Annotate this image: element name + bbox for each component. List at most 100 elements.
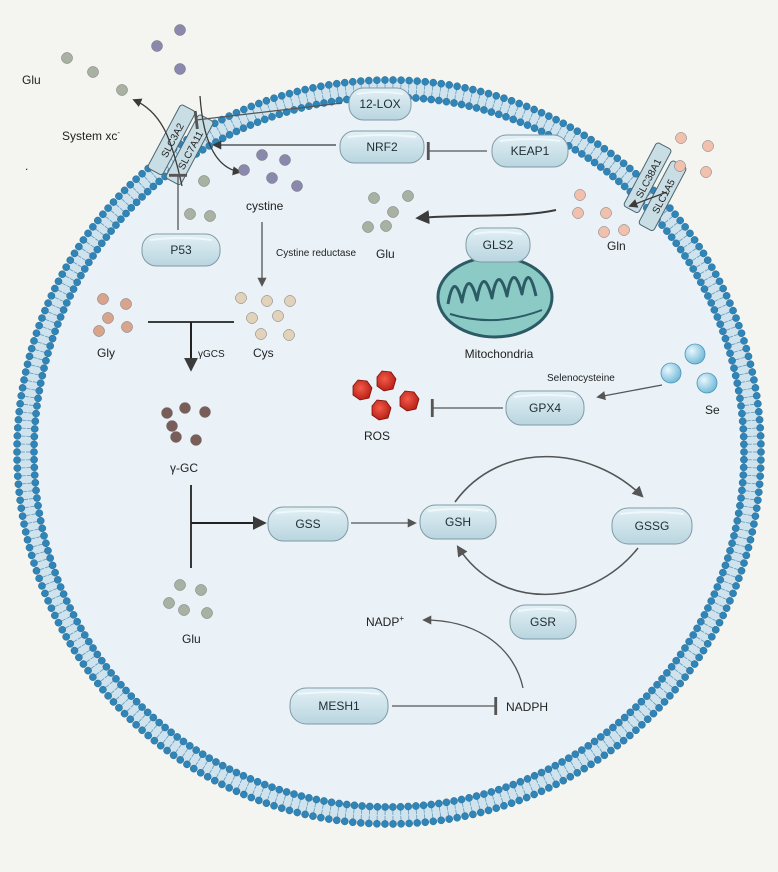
gssg-enzyme: GSSG: [612, 508, 692, 544]
metabolite-dot: [619, 225, 630, 236]
outside-cystine-dots: [152, 25, 186, 75]
metabolite-dot: [162, 408, 173, 419]
metabolite-dot: [573, 208, 584, 219]
keap1-enzyme: KEAP1: [492, 135, 568, 167]
keap1-enzyme-label: KEAP1: [511, 144, 550, 158]
metabolite-dot: [164, 598, 175, 609]
metabolite-dot: [675, 161, 686, 172]
gln-label: Gln: [607, 239, 626, 253]
metabolite-dot: [363, 222, 374, 233]
gss-enzyme: GSS: [268, 507, 348, 541]
metabolite-dot: [167, 421, 178, 432]
metabolite-dot: [267, 173, 278, 184]
nadph-label: NADPH: [506, 700, 548, 714]
metabolite-dot: [191, 435, 202, 446]
metabolite-dot: [280, 155, 291, 166]
nrf2-enzyme-label: NRF2: [366, 140, 398, 154]
cystine-label: cystine: [246, 199, 284, 213]
metabolite-dot: [122, 322, 133, 333]
ros-label: ROS: [364, 429, 390, 443]
metabolite-dot: [676, 133, 687, 144]
metabolite-dot: [180, 403, 191, 414]
metabolite-dot: [175, 25, 186, 36]
metabolite-dot: [292, 181, 303, 192]
metabolite-dot: [121, 299, 132, 310]
metabolite-dot: [205, 211, 216, 222]
metabolite-dot: [179, 605, 190, 616]
nadp-label: NADP+: [366, 614, 404, 629]
ygc-label: γ-GC: [170, 461, 198, 475]
metabolite-dot: [247, 313, 258, 324]
metabolite-dot: [403, 191, 414, 202]
metabolite-dot: [575, 190, 586, 201]
metabolite-dot: [262, 296, 273, 307]
metabolite-dot: [701, 167, 712, 178]
metabolite-dot: [236, 293, 247, 304]
metabolite-dot: [200, 407, 211, 418]
selenocysteine-label: Selenocysteine: [547, 373, 615, 384]
gsh-enzyme: GSH: [420, 505, 496, 539]
cys-label: Cys: [253, 346, 274, 360]
metabolite-dot: [175, 64, 186, 75]
p53-enzyme-label: P53: [170, 243, 192, 257]
gssg-enzyme-label: GSSG: [635, 519, 670, 533]
nrf2-enzyme: NRF2: [340, 131, 424, 163]
metabolite-dot: [202, 608, 213, 619]
metabolite-dot: [601, 208, 612, 219]
outside-glu-dots: [62, 53, 128, 96]
gpx4-enzyme: GPX4: [506, 391, 584, 425]
outside-gln-dots: [675, 133, 714, 178]
cystine-reductase-label: Cystine reductase: [276, 248, 356, 259]
mitochondria-label: Mitochondria: [465, 347, 534, 361]
se-atom: [685, 344, 705, 364]
mesh1-enzyme: MESH1: [290, 688, 388, 724]
gls2-enzyme: GLS2: [466, 228, 530, 262]
gsr-enzyme: GSR: [510, 605, 576, 639]
metabolite-dot: [103, 313, 114, 324]
glu-bottom-label: Glu: [182, 632, 201, 646]
metabolite-dot: [239, 165, 250, 176]
se-atom: [697, 373, 717, 393]
metabolite-dot: [152, 41, 163, 52]
metabolite-dot: [599, 227, 610, 238]
metabolite-dot: [117, 85, 128, 96]
cell-membrane: [13, 76, 764, 827]
gsh-enzyme-label: GSH: [445, 515, 471, 529]
metabolite-dot: [285, 296, 296, 307]
gpx4-enzyme-label: GPX4: [529, 401, 561, 415]
metabolite-dot: [171, 432, 182, 443]
metabolite-dot: [62, 53, 73, 64]
metabolite-dot: [273, 311, 284, 322]
metabolite-dot: [98, 294, 109, 305]
lox-enzyme-label: 12-LOX: [359, 97, 400, 111]
mesh1-enzyme-label: MESH1: [318, 699, 360, 713]
metabolite-dot: [369, 193, 380, 204]
metabolite-dot: [284, 330, 295, 341]
metabolite-dot: [196, 585, 207, 596]
metabolite-dot: [94, 326, 105, 337]
metabolite-dot: [256, 329, 267, 340]
stray-dot: .: [25, 159, 28, 173]
metabolite-dot: [388, 207, 399, 218]
se-atom: [661, 363, 681, 383]
se-label: Se: [705, 403, 720, 417]
glu-inner-label: Glu: [376, 247, 395, 261]
metabolite-dot: [175, 580, 186, 591]
metabolite-dot: [88, 67, 99, 78]
gsr-enzyme-label: GSR: [530, 615, 556, 629]
metabolite-dot: [185, 209, 196, 220]
p53-enzyme: P53: [142, 234, 220, 266]
lox-enzyme: 12-LOX: [349, 88, 411, 120]
gls2-enzyme-label: GLS2: [483, 238, 514, 252]
metabolite-dot: [381, 221, 392, 232]
metabolite-dot: [199, 176, 210, 187]
gly-label: Gly: [97, 346, 115, 360]
metabolite-dot: [703, 141, 714, 152]
ygcs-label: γGCS: [198, 349, 225, 360]
gss-enzyme-label: GSS: [295, 517, 320, 531]
outside-glu-label: Glu: [22, 73, 41, 87]
metabolite-dot: [257, 150, 268, 161]
system-xc-label: System xc-: [62, 128, 120, 143]
